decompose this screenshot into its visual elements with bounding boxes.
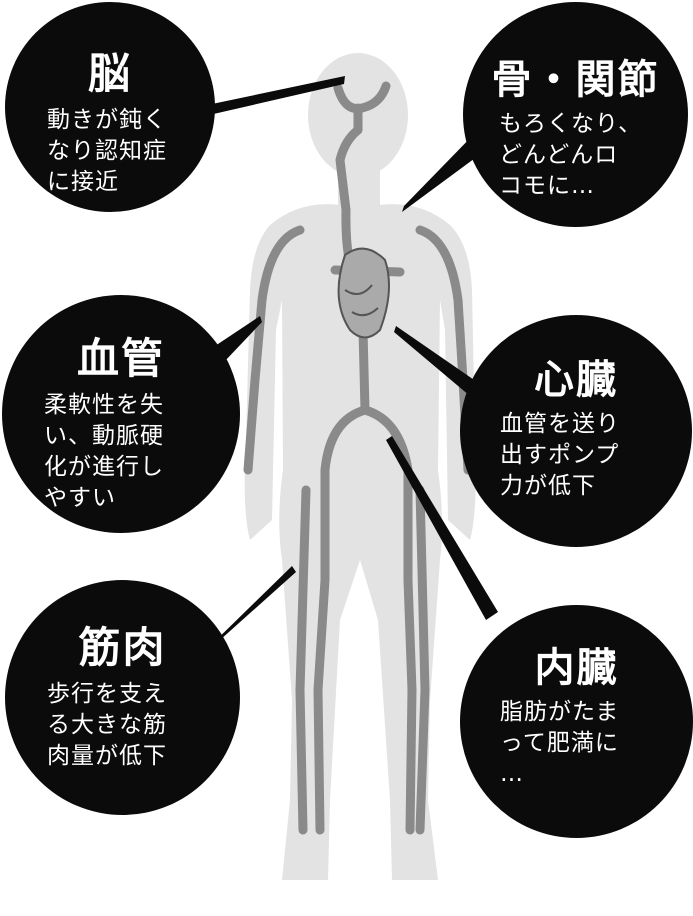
heart-description: 血管を送り 出すポンプ 力が低下 [500, 409, 692, 502]
blood-vessel-callout: 血管 柔軟性を失 い、動脈硬 化が進行し やすい [2, 295, 240, 533]
organ-line: … [500, 761, 524, 787]
heart-leader [394, 326, 480, 396]
brain-leader [196, 76, 345, 118]
blood-vessel-description: 柔軟性を失 い、動脈硬 化が進行し やすい [44, 390, 240, 514]
brain-description: 動きが鈍く なり認知症 に接近 [47, 105, 215, 198]
heart-line: 血管を送り [500, 411, 620, 437]
organ-leader [386, 436, 498, 620]
vessel-line: 化が進行し [44, 454, 164, 480]
bone-joint-title: 骨・関節 [491, 57, 660, 103]
brain-callout: 脳 動きが鈍く なり認知症 に接近 [5, 2, 215, 212]
muscle-line: 歩行を支え [47, 681, 167, 707]
internal-organs-callout: 内臓 脂肪がたま って肥満に … [460, 605, 693, 838]
internal-organs-title: 内臓 [534, 645, 619, 691]
heart-illustration [337, 247, 390, 339]
muscle-line: る大きな筋 [47, 712, 167, 738]
bone-line: どんどんロ [499, 142, 619, 168]
bone-joint-callout: 骨・関節 もろくなり、 どんどんロ コモに… [463, 2, 688, 227]
vessel-line: 柔軟性を失 [44, 392, 164, 418]
blood-vessel-title: 血管 [76, 334, 165, 383]
bone-line: もろくなり、 [499, 111, 643, 137]
muscle-line: 肉量が低下 [47, 743, 167, 769]
heart-callout: 心臓 血管を送り 出すポンプ 力が低下 [460, 315, 692, 547]
vessel-line: やすい [44, 485, 116, 511]
leader-lines [196, 76, 498, 650]
muscle-callout: 筋肉 歩行を支え る大きな筋 肉量が低下 [5, 580, 240, 815]
organ-line: 脂肪がたま [500, 699, 620, 725]
organ-line: って肥満に [500, 730, 619, 756]
heart-title: 心臓 [534, 357, 618, 403]
brain-line: に接近 [47, 169, 119, 195]
heart-line: 力が低下 [500, 473, 596, 499]
brain-line: なり認知症 [47, 138, 167, 164]
bone-leader [402, 130, 486, 212]
muscle-title: 筋肉 [78, 623, 167, 672]
bone-joint-description: もろくなり、 どんどんロ コモに… [499, 109, 688, 202]
muscle-leader [206, 566, 296, 650]
muscle-description: 歩行を支え る大きな筋 肉量が低下 [47, 679, 240, 772]
internal-organs-description: 脂肪がたま って肥満に … [500, 697, 693, 790]
vessel-line: い、動脈硬 [44, 423, 164, 449]
blood-vessels [243, 81, 473, 835]
brain-title: 脳 [87, 49, 132, 98]
brain-line: 動きが鈍く [47, 107, 167, 133]
vessel-leader [212, 316, 262, 362]
bone-line: コモに… [499, 173, 595, 199]
heart-line: 出すポンプ [500, 442, 620, 468]
